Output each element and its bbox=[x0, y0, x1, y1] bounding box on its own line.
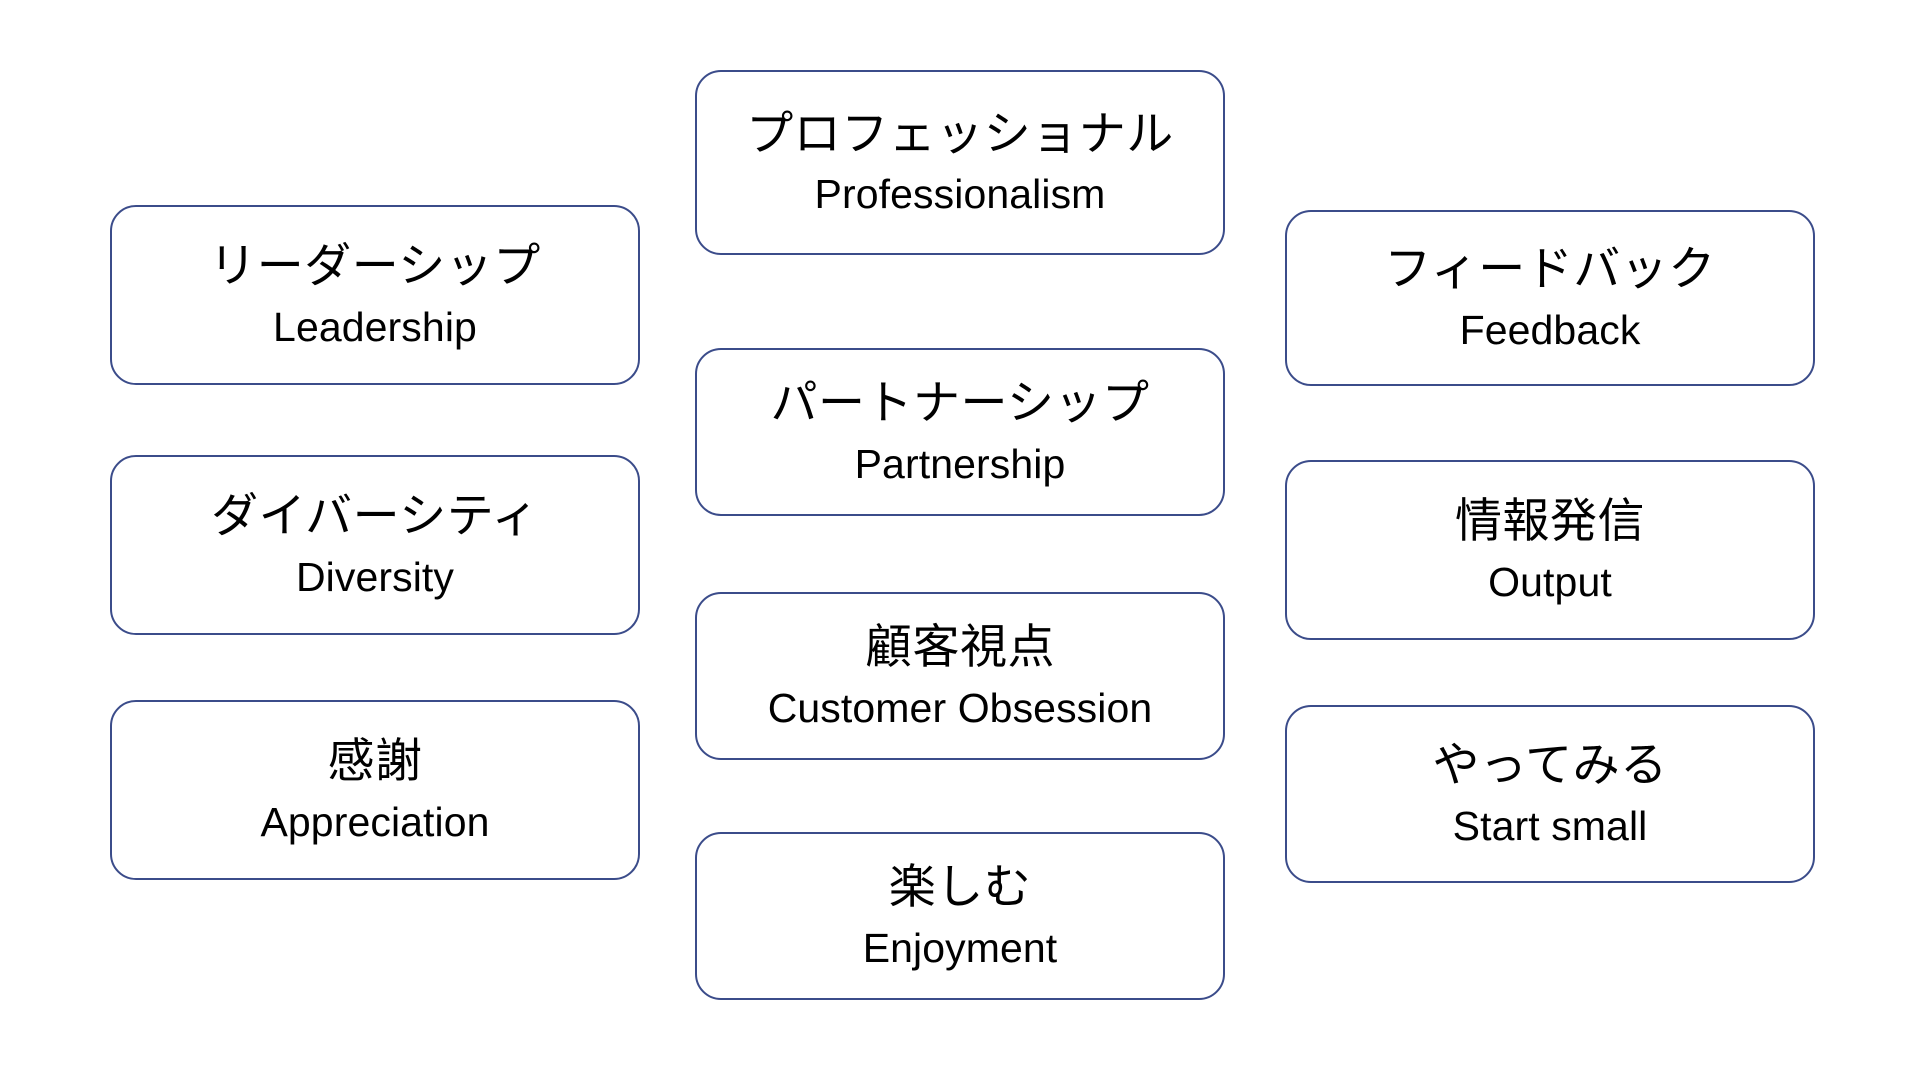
value-card-label-en: Diversity bbox=[295, 553, 455, 600]
value-card-label-jp: 楽しむ bbox=[888, 860, 1032, 914]
value-card-label-jp: やってみる bbox=[1432, 738, 1668, 792]
value-card-label-en: Start small bbox=[1452, 802, 1648, 849]
value-card-feedback[interactable]: フィードバック Feedback bbox=[1285, 210, 1815, 386]
value-card-label-jp: リーダーシップ bbox=[209, 239, 541, 293]
value-card-label-en: Partnership bbox=[854, 440, 1066, 487]
value-card-label-en: Customer Obsession bbox=[767, 684, 1153, 731]
value-card-leadership[interactable]: リーダーシップ Leadership bbox=[110, 205, 640, 385]
value-card-customer-obsession[interactable]: 顧客視点 Customer Obsession bbox=[695, 592, 1225, 760]
value-card-label-en: Professionalism bbox=[814, 171, 1106, 218]
value-card-professionalism[interactable]: プロフェッショナル Professionalism bbox=[695, 70, 1225, 255]
value-card-label-en: Leadership bbox=[273, 303, 477, 350]
value-card-label-jp: 感謝 bbox=[327, 734, 423, 788]
value-card-partnership[interactable]: パートナーシップ Partnership bbox=[695, 348, 1225, 516]
value-card-label-jp: ダイバーシティ bbox=[211, 489, 539, 543]
value-card-label-en: Appreciation bbox=[260, 798, 490, 845]
value-card-label-jp: プロフェッショナル bbox=[746, 106, 1174, 160]
value-card-output[interactable]: 情報発信 Output bbox=[1285, 460, 1815, 640]
value-card-label-en: Output bbox=[1488, 558, 1612, 605]
value-card-label-jp: 顧客視点 bbox=[865, 620, 1055, 674]
value-card-enjoyment[interactable]: 楽しむ Enjoyment bbox=[695, 832, 1225, 1000]
value-card-label-jp: 情報発信 bbox=[1455, 494, 1645, 548]
value-card-start-small[interactable]: やってみる Start small bbox=[1285, 705, 1815, 883]
value-card-diversity[interactable]: ダイバーシティ Diversity bbox=[110, 455, 640, 635]
value-card-label-en: Enjoyment bbox=[862, 924, 1058, 971]
value-card-label-jp: フィードバック bbox=[1384, 242, 1716, 296]
value-card-appreciation[interactable]: 感謝 Appreciation bbox=[110, 700, 640, 880]
value-card-label-jp: パートナーシップ bbox=[770, 376, 1150, 430]
value-card-label-en: Feedback bbox=[1459, 306, 1641, 353]
